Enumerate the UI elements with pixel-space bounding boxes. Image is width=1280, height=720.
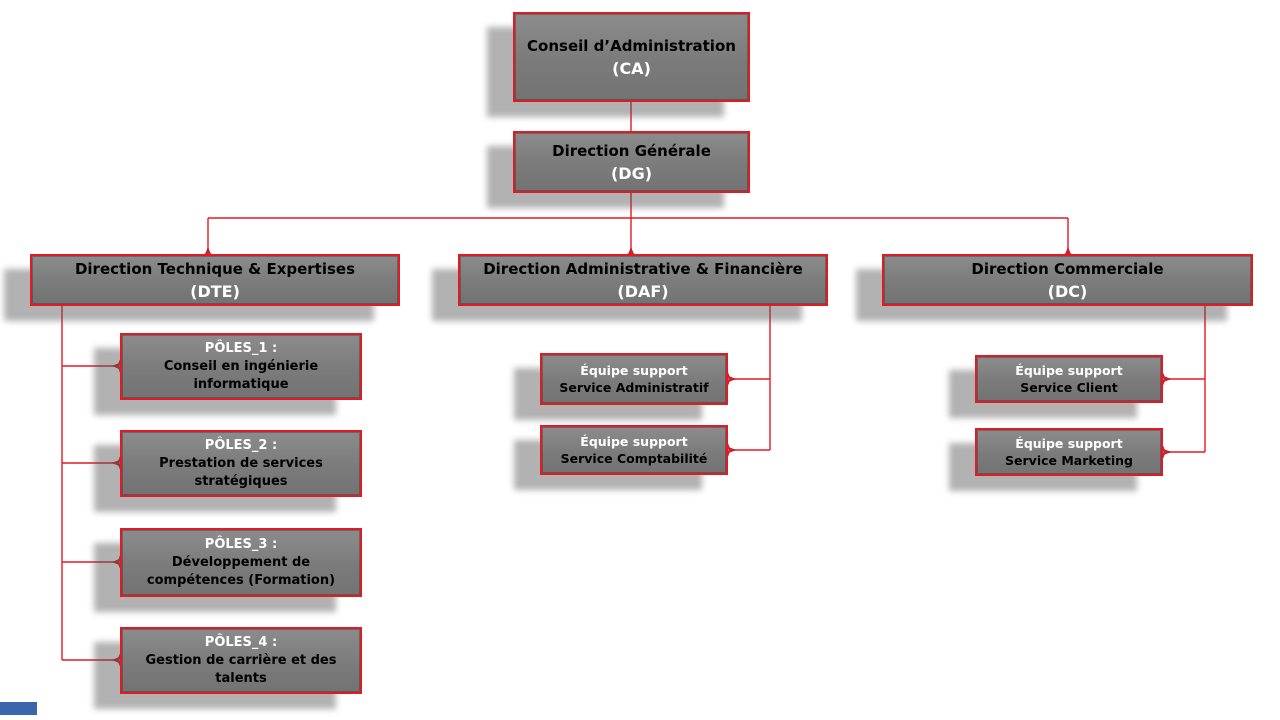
node-pole-2: PÔLES_2 : Prestation de services stratég… bbox=[120, 430, 362, 497]
node-pole-3: PÔLES_3 : Développement de compétences (… bbox=[120, 528, 362, 597]
node-direction-commerciale: Direction Commerciale (DC) bbox=[882, 254, 1253, 306]
node-pole-4: PÔLES_4 : Gestion de carrière et des tal… bbox=[120, 627, 362, 694]
node-subtitle: Service Marketing bbox=[1005, 453, 1133, 469]
node-abbr: (DTE) bbox=[190, 281, 240, 301]
node-team-service-client: Équipe support Service Client bbox=[975, 355, 1163, 403]
node-subtitle: Prestation de services stratégiques bbox=[159, 456, 323, 489]
node-pole-1: PÔLES_1 : Conseil en ingénierie informat… bbox=[120, 333, 362, 400]
node-title: PÔLES_3 : bbox=[204, 536, 278, 552]
node-subtitle: Conseil en ingénierie informatique bbox=[163, 359, 319, 392]
node-abbr: (CA) bbox=[612, 58, 651, 78]
node-title: Direction Commerciale bbox=[971, 259, 1164, 278]
node-direction-generale: Direction Générale (DG) bbox=[513, 131, 750, 193]
node-title: Équipe support bbox=[1015, 362, 1123, 378]
node-abbr: (DC) bbox=[1047, 281, 1088, 301]
node-title: Direction Administrative & Financière bbox=[483, 259, 803, 278]
node-team-service-comptabilite: Équipe support Service Comptabilité bbox=[540, 425, 728, 475]
node-title: Équipe support bbox=[580, 433, 688, 449]
node-direction-technique: Direction Technique & Expertises (DTE) bbox=[30, 254, 400, 306]
node-subtitle: Développement de compétences (Formation) bbox=[146, 555, 336, 588]
node-abbr: (DG) bbox=[610, 163, 653, 183]
slide-corner-decoration bbox=[0, 702, 37, 715]
node-title: PÔLES_2 : bbox=[204, 437, 278, 453]
node-conseil-administration: Conseil d’Administration (CA) bbox=[513, 12, 750, 102]
node-abbr: (DAF) bbox=[617, 281, 669, 301]
node-title: Direction Générale bbox=[552, 141, 711, 160]
node-team-service-administratif: Équipe support Service Administratif bbox=[540, 353, 728, 405]
node-title: PÔLES_4 : bbox=[204, 634, 278, 650]
node-subtitle: Service Comptabilité bbox=[560, 451, 708, 467]
node-title: Direction Technique & Expertises bbox=[74, 259, 356, 278]
node-title: Conseil d’Administration bbox=[527, 36, 736, 55]
node-title: PÔLES_1 : bbox=[204, 340, 278, 356]
node-subtitle: Service Client bbox=[1020, 380, 1118, 396]
node-title: Équipe support bbox=[1015, 435, 1123, 451]
node-title: Équipe support bbox=[580, 362, 688, 378]
node-direction-administrative: Direction Administrative & Financière (D… bbox=[458, 254, 828, 306]
node-team-service-marketing: Équipe support Service Marketing bbox=[975, 428, 1163, 476]
node-subtitle: Service Administratif bbox=[559, 380, 709, 396]
node-subtitle: Gestion de carrière et des talents bbox=[145, 653, 337, 686]
